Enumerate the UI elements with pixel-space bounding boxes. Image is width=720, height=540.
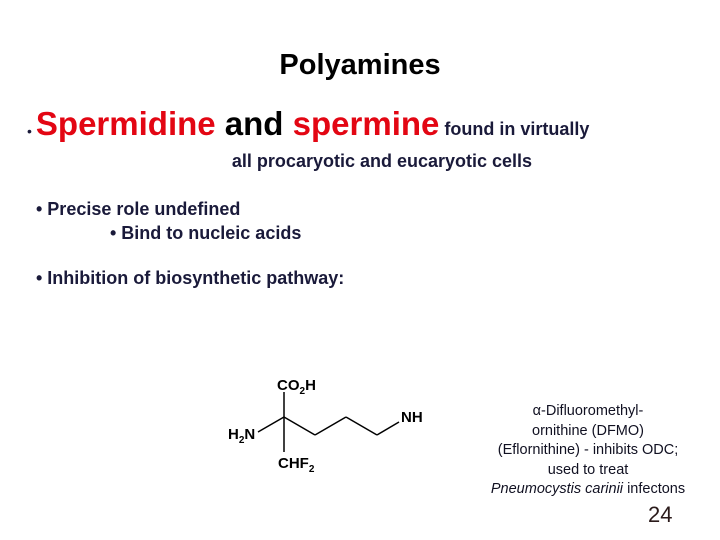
dfmo-caption: α-Difluoromethyl- ornithine (DFMO) (Eflo… [448,402,720,500]
slide-title: Polyamines [279,49,441,81]
bullet-bind-nucleic-acids: • Bind to nucleic acids [110,223,302,243]
caption-line: α-Difluoromethyl- [532,403,644,419]
label-co2h: CO2H [277,377,316,397]
caption-line: ornithine (DFMO) [532,422,644,439]
caption-line: Pneumocystis carinii infectons [448,480,720,500]
term-spermidine: Spermidine [35,105,216,142]
dfmo-structure-diagram: CO2H H2N CHF2 NH2 [222,370,429,480]
main-point-rest: found in virtually [439,119,590,139]
main-point-continuation: all procaryotic and eucaryotic cells [231,151,533,171]
page-number: 24 [648,502,673,527]
label-chf2: CHF2 [278,455,315,475]
caption-rest: infectons [623,481,686,497]
caption-line: used to treat [547,461,629,478]
term-spermine: spermine [292,105,440,142]
label-nh2: NH2 [401,409,422,429]
bullet-precise-role: • Precise role undefined [36,199,241,219]
bullet: • [27,122,32,139]
main-point: •Spermidine and spermine found in virtua… [27,105,589,143]
label-h2n: H2N [228,426,255,446]
bullet-inhibition: • Inhibition of biosynthetic pathway: [36,268,345,288]
conjunction: and [215,105,293,142]
organism-name: Pneumocystis carinii [490,481,624,497]
caption-line: (Eflornithine) - inhibits ODC; [497,442,679,458]
